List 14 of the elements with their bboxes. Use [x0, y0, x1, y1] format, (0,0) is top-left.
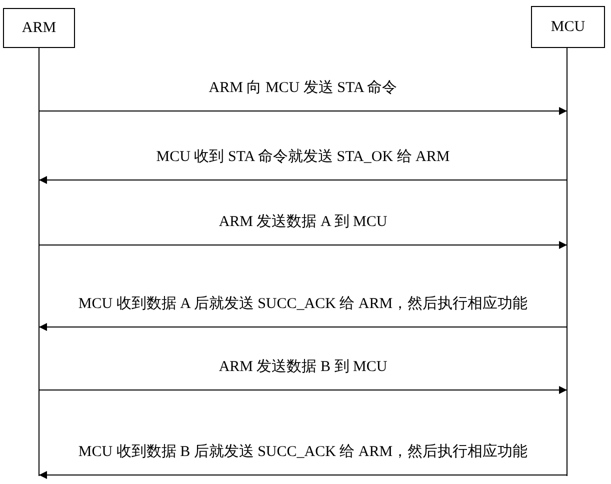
- message-label: MCU 收到数据 A 后就发送 SUCC_ACK 给 ARM，然后执行相应功能: [76, 294, 530, 313]
- message-arrow: [38, 241, 568, 249]
- participant-box: MCU: [531, 6, 605, 48]
- message-arrow: [38, 176, 568, 184]
- message-label: ARM 发送数据 A 到 MCU: [216, 212, 390, 231]
- message-label: ARM 向 MCU 发送 STA 命令: [206, 78, 400, 97]
- participant-box: ARM: [3, 8, 75, 48]
- message-label: ARM 发送数据 B 到 MCU: [216, 357, 390, 376]
- message-arrow: [38, 107, 568, 115]
- message-arrow: [38, 471, 568, 479]
- message-arrow: [38, 386, 568, 394]
- message-label: MCU 收到数据 B 后就发送 SUCC_ACK 给 ARM，然后执行相应功能: [76, 442, 530, 461]
- message-arrow: [38, 323, 568, 331]
- message-label: MCU 收到 STA 命令就发送 STA_OK 给 ARM: [154, 147, 452, 166]
